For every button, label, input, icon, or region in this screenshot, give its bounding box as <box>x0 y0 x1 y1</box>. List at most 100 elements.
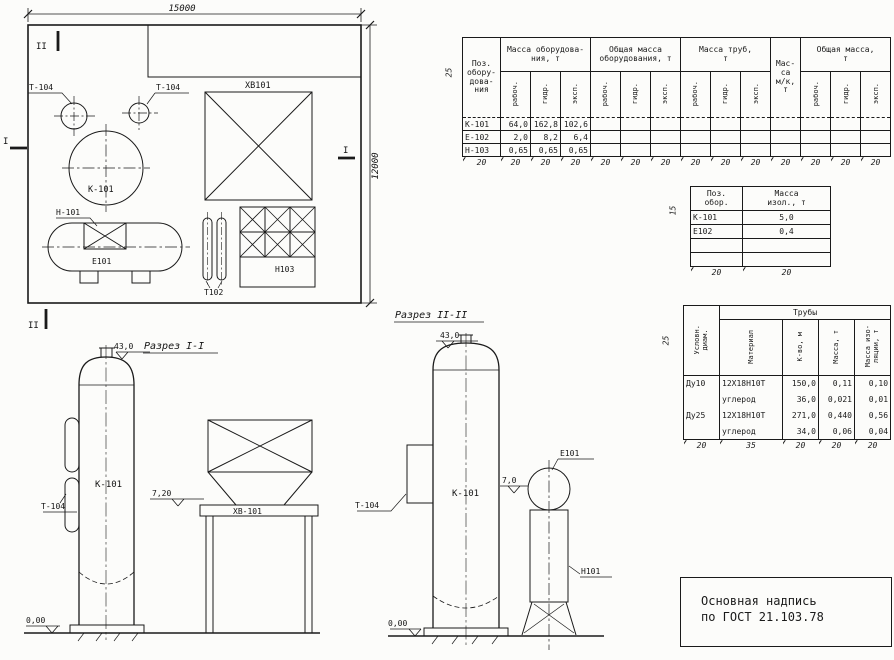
eq-cell-value: 6,4 <box>560 130 591 144</box>
t104-side-exchanger <box>406 444 434 504</box>
label-h103-plan: Н103 <box>275 265 294 274</box>
pipes-cell: углерод <box>719 391 783 408</box>
k101-column-outline <box>78 356 135 625</box>
title-block-line1: Основная надпись <box>701 594 817 608</box>
label-t104-plan-1: Т-104 <box>29 83 53 92</box>
insulation-mass-table: Поз. обор. Масса изол., т К-101 5,0 Е102… <box>690 186 831 280</box>
ins-cell-empty <box>742 238 831 253</box>
pipes-cell: 0,10 <box>853 375 892 392</box>
pipes-row-height-dim: 25 <box>661 335 671 346</box>
eq-sub-label: эксп. <box>751 82 760 105</box>
eq-cell-value: 64,0 <box>500 117 531 131</box>
col-width-dim: 20 <box>770 156 801 170</box>
eq-cell-empty <box>830 143 862 157</box>
eq-cell-empty <box>770 117 802 131</box>
eq-cell-empty <box>680 143 712 157</box>
pipes-cell <box>683 391 720 408</box>
pipes-col-mass: Масса, т <box>818 319 855 376</box>
eq-cell-empty <box>770 130 802 144</box>
s1-label-column: К-101 <box>95 480 122 490</box>
eq-sub-label: рабоч. <box>601 80 610 107</box>
eq-sub-working: рабоч. <box>680 71 712 118</box>
pipes-cell: 0,56 <box>853 407 892 424</box>
col-width-dim: 20 <box>860 156 891 170</box>
eq-cell-value: 2,0 <box>500 130 531 144</box>
elevation-marker-000 <box>390 628 422 637</box>
s2-elev-mid: 7,0 <box>502 476 517 485</box>
eq-cell-empty <box>590 130 621 144</box>
ins-cell-value: 0,4 <box>742 224 831 239</box>
t104-side-exchanger-2 <box>64 477 80 533</box>
eq-group-total-equip-mass: Общая масса оборудования, т <box>589 37 682 72</box>
pipes-cell: углерод <box>719 423 783 440</box>
h103-plan-shape <box>239 206 316 288</box>
eq-cell-empty <box>740 130 772 144</box>
eq-col-mk-mass: Мас- са м/к, т <box>770 37 802 118</box>
eq-sub-label: рабоч. <box>511 80 520 107</box>
xb101-plan-shape <box>204 91 313 201</box>
s1-label-xb101: ХВ-101 <box>233 507 262 516</box>
mark-i-left: I <box>3 137 8 147</box>
s1-elev-zero: 0,00 <box>26 616 45 625</box>
eq-cell-empty <box>680 130 712 144</box>
eq-sub-oper: эксп. <box>740 71 772 118</box>
section-2-2-view <box>357 321 612 650</box>
col-width-dim: 20 <box>690 266 743 280</box>
pipes-col-diam: Условн. диам. <box>683 305 720 376</box>
pipes-cell: 0,021 <box>818 391 855 408</box>
pipes-cell: 0,440 <box>818 407 855 424</box>
eq-cell-empty <box>710 143 742 157</box>
eq-cell-empty <box>649 117 682 131</box>
eq-cell-empty <box>860 117 892 131</box>
label-e101-plan: Е101 <box>92 257 111 266</box>
eq-cell-pos: Н-103 <box>462 143 501 157</box>
col-width-dim: 20 <box>742 266 831 280</box>
plan-outline <box>27 24 362 304</box>
eq-sub-label: рабоч. <box>691 80 700 107</box>
eq-sub-label: эксп. <box>661 82 670 105</box>
label-h101-plan: Н-101 <box>56 208 80 217</box>
t102-plan-shapes <box>202 212 227 289</box>
eq-cell-empty <box>710 117 742 131</box>
eq-cell-empty <box>800 130 832 144</box>
s1-elev-mid: 7,20 <box>152 489 171 498</box>
col-width-dim: 20 <box>782 439 819 453</box>
eq-col-position: Поз. обору- дова- ния <box>462 37 501 118</box>
s2-label-e101: Е101 <box>560 449 579 458</box>
eq-sub-oper: эксп. <box>649 71 682 118</box>
col-width-dim: 20 <box>683 439 720 453</box>
eq-cell-empty <box>590 143 621 157</box>
column-base <box>69 624 145 634</box>
centerline <box>54 96 96 136</box>
eq-cell-pos: Е-102 <box>462 130 501 144</box>
pipes-cell: 0,06 <box>818 423 855 440</box>
eq-cell-empty <box>590 117 621 131</box>
centerline <box>62 124 150 212</box>
pipes-header-label: К-во, м <box>796 331 805 362</box>
ins-row-height-dim: 15 <box>668 205 678 216</box>
plan-width-dim: 15000 <box>168 4 195 14</box>
section-1-1-view <box>24 345 320 642</box>
label-t102-plan: Т102 <box>204 288 223 297</box>
eq-cell-empty <box>620 143 651 157</box>
bottom-head-dashed <box>432 595 500 609</box>
eq-cell-value: 102,6 <box>560 117 591 131</box>
section-1-title: Разрез I-I <box>144 341 204 352</box>
eq-cell-empty <box>800 117 832 131</box>
eq-row-height-dim: 25 <box>444 67 454 78</box>
eq-sub-working: рабоч. <box>590 71 621 118</box>
eq-group-equip-mass: Масса оборудова- ния, т <box>500 37 591 72</box>
eq-cell-empty <box>770 143 802 157</box>
eq-cell-empty <box>800 143 832 157</box>
eq-cell-empty <box>830 130 862 144</box>
eq-cell-empty <box>710 130 742 144</box>
pipes-cell: 36,0 <box>782 391 819 408</box>
ins-cell-pos: Е102 <box>690 224 743 239</box>
s1-label-t104: Т-104 <box>41 502 65 511</box>
h101-vessel <box>521 509 577 636</box>
t104-leader <box>43 493 77 513</box>
pipes-col-insulation-mass: Масса изо- ляции, т <box>853 319 892 376</box>
col-width-dim: 20 <box>854 439 891 453</box>
eq-sub-hydro: гидр. <box>710 71 742 118</box>
h101-leader <box>568 565 612 578</box>
